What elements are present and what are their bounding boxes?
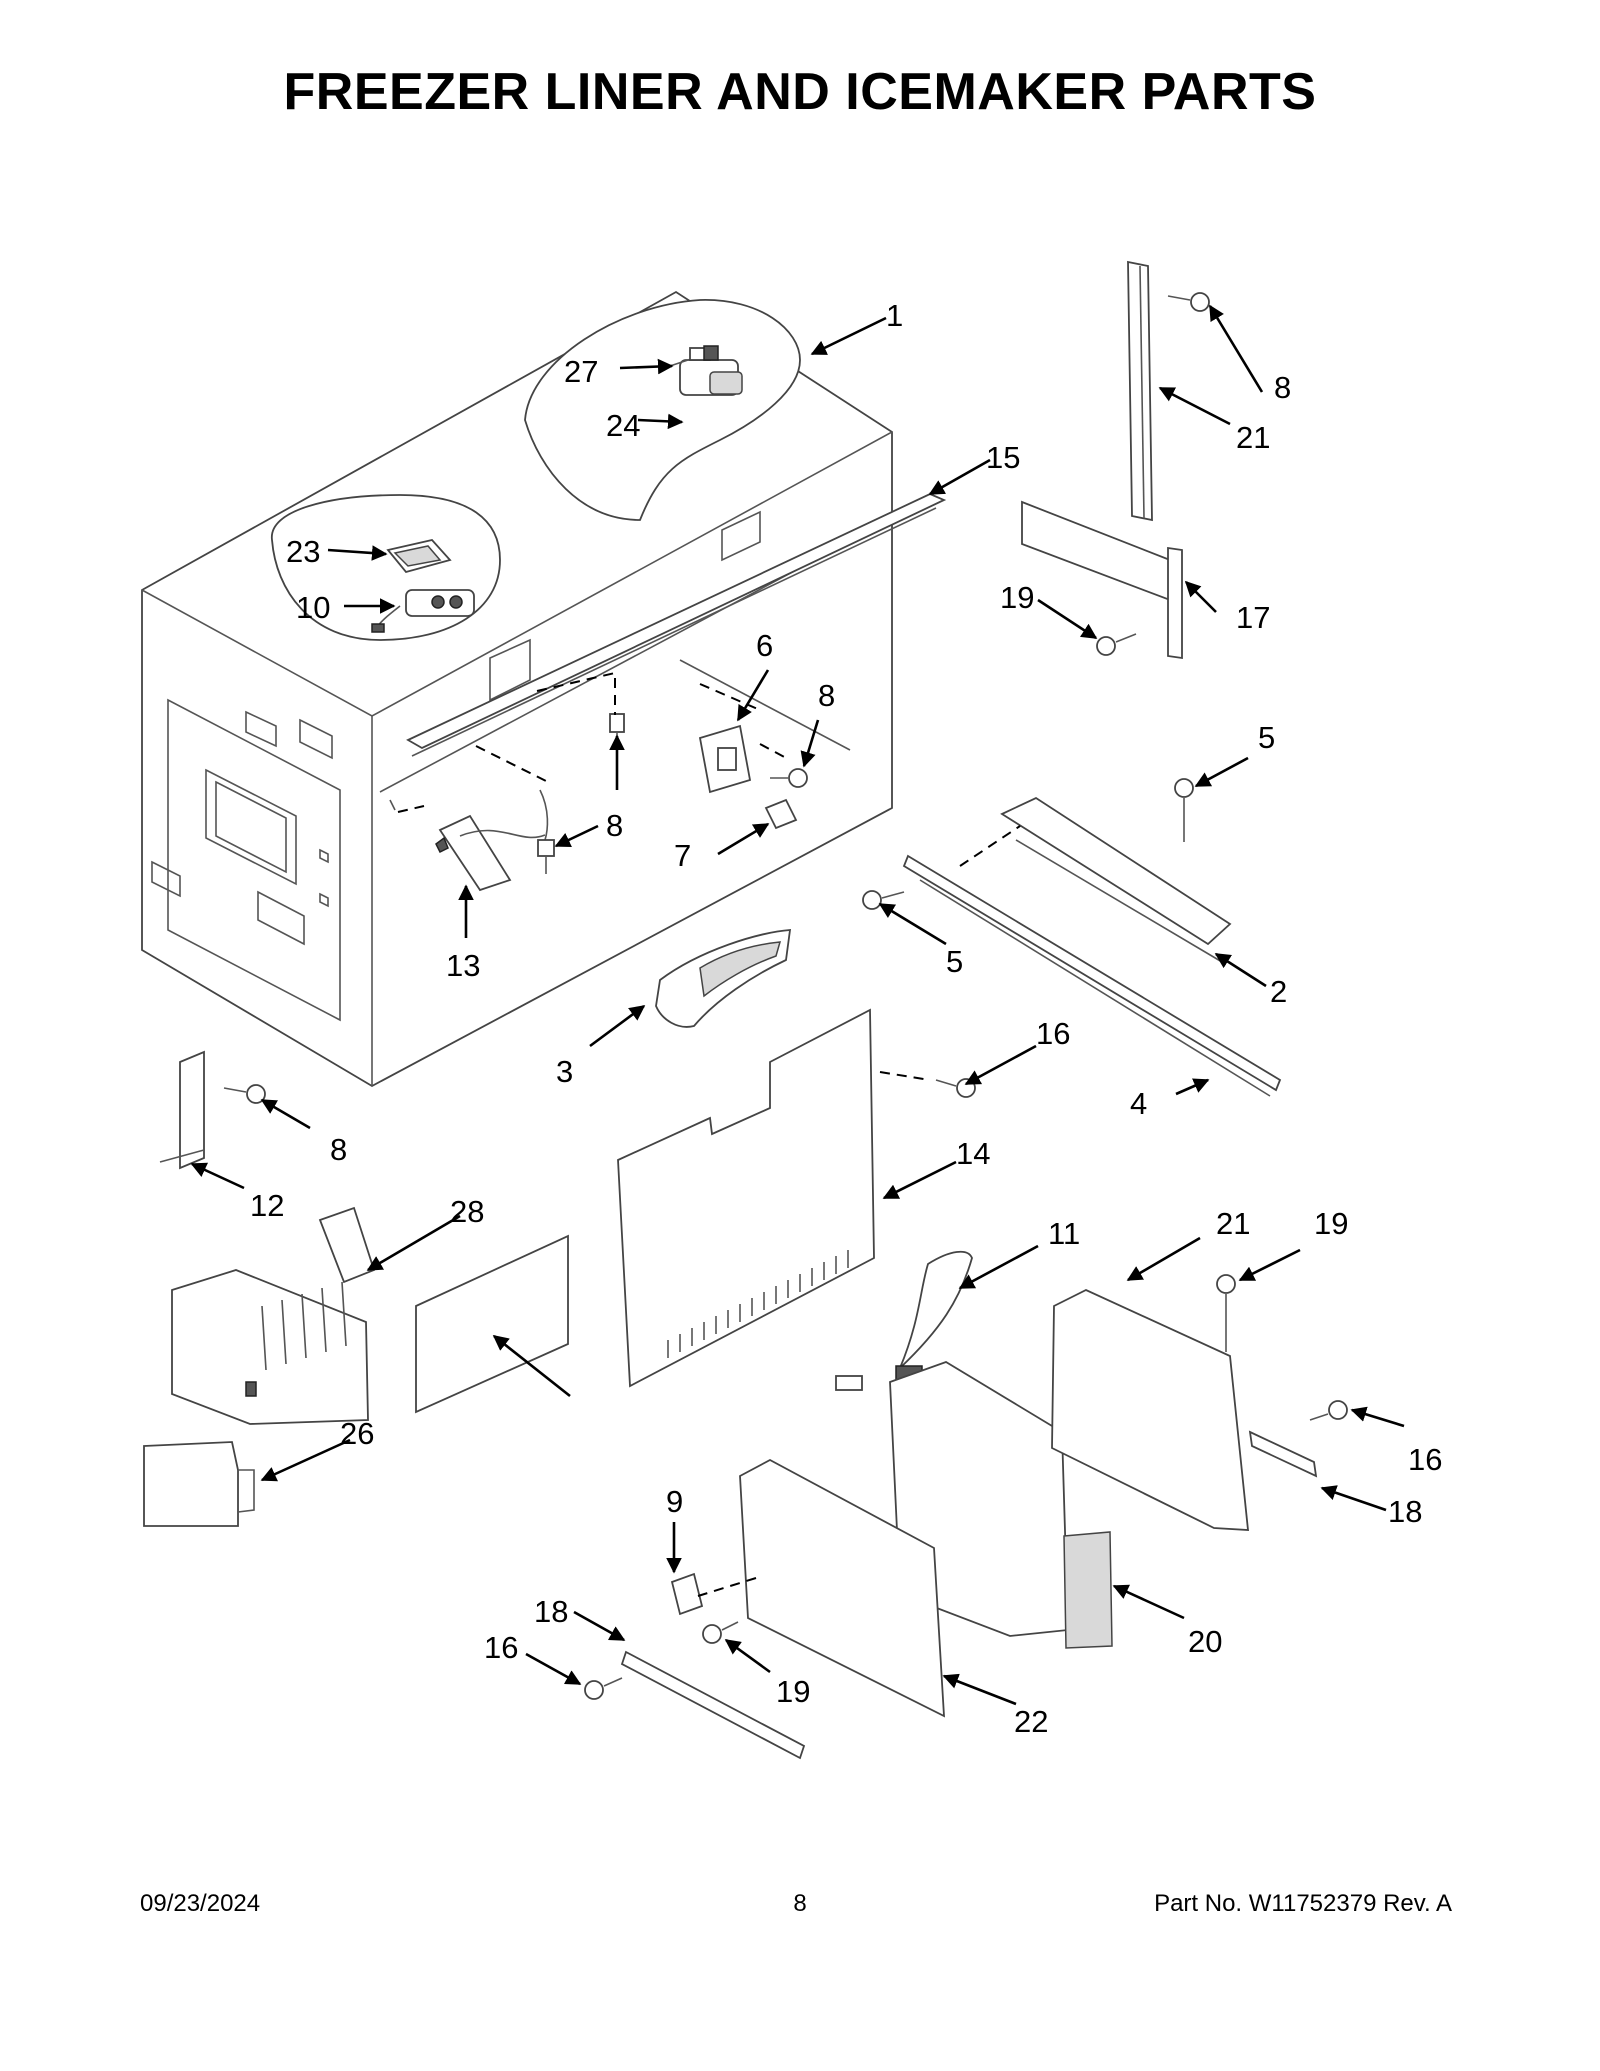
panel-21a bbox=[1051, 1289, 1250, 1531]
callout-25: 26 bbox=[340, 1416, 374, 1451]
callout-arrows bbox=[190, 304, 1405, 1706]
callout-5-left: 5 bbox=[946, 944, 963, 979]
bracket-17 bbox=[1021, 500, 1183, 660]
screw-5a bbox=[1174, 778, 1194, 842]
callout-7: 7 bbox=[674, 838, 691, 873]
switch-7 bbox=[764, 798, 798, 830]
callout-1: 1 bbox=[886, 298, 903, 333]
callout-9: 9 bbox=[666, 1484, 683, 1519]
callout-8-right: 8 bbox=[1274, 370, 1291, 405]
callout-4: 4 bbox=[1130, 1086, 1147, 1121]
callout-12: 12 bbox=[250, 1188, 284, 1223]
wire-harness-13 bbox=[435, 789, 549, 892]
callout-19-top: 19 bbox=[1000, 580, 1034, 615]
callout-11: 11 bbox=[1048, 1216, 1080, 1251]
screw-16c bbox=[584, 1677, 623, 1700]
rail-18b bbox=[620, 1650, 806, 1760]
callout-21-top: 21 bbox=[1216, 1206, 1250, 1241]
callout-26: 27 bbox=[564, 354, 598, 389]
callout-22: 23 bbox=[286, 534, 320, 569]
panel-21b bbox=[739, 1458, 945, 1718]
callout-24: 21 bbox=[1236, 420, 1270, 455]
screw-19b bbox=[1216, 1274, 1236, 1352]
callout-27: 28 bbox=[450, 1194, 484, 1229]
callout-5-top: 5 bbox=[1258, 720, 1275, 755]
callout-6: 6 bbox=[756, 628, 773, 663]
callout-3: 3 bbox=[556, 1054, 573, 1089]
bracket-24 bbox=[1127, 260, 1153, 522]
rail-18a bbox=[1248, 1430, 1318, 1478]
callout-13: 13 bbox=[446, 948, 480, 983]
upper-detail-bubble bbox=[524, 299, 801, 521]
handle-3 bbox=[655, 929, 792, 1028]
callout-2: 2 bbox=[1270, 974, 1287, 1009]
screw-19c bbox=[702, 1621, 739, 1644]
callout-16-top: 16 bbox=[1036, 1016, 1070, 1051]
callout-14: 14 bbox=[956, 1136, 990, 1171]
bracket-2 bbox=[1000, 796, 1232, 963]
left-detail-bubble bbox=[271, 494, 501, 641]
cover-25 bbox=[143, 1441, 255, 1527]
page-title: FREEZER LINER AND ICEMAKER PARTS bbox=[283, 63, 1317, 121]
switch-9 bbox=[670, 1572, 704, 1616]
callout-labels: 1 27 24 15 23 10 6 8 8 8 7 13 8 21 17 19… bbox=[250, 298, 1442, 1739]
screw-5b bbox=[862, 890, 905, 910]
callout-8-vent: 8 bbox=[818, 678, 835, 713]
bracket-12 bbox=[159, 1050, 205, 1170]
callout-18-left: 18 bbox=[534, 1594, 568, 1629]
screw-8d bbox=[1167, 292, 1210, 312]
callout-16-left: 16 bbox=[484, 1630, 518, 1665]
sheet-28 bbox=[415, 1234, 569, 1414]
callout-10: 10 bbox=[296, 590, 330, 625]
rail-15 bbox=[406, 493, 947, 757]
screw-16b bbox=[1309, 1400, 1348, 1421]
screw-19a bbox=[1096, 633, 1137, 656]
vent-6 bbox=[698, 724, 752, 794]
panel-14 bbox=[617, 1008, 875, 1388]
callout-8-top: 8 bbox=[606, 808, 623, 843]
slide-rail-4 bbox=[902, 854, 1282, 1097]
callout-18-right: 18 bbox=[1388, 1494, 1422, 1529]
callout-17: 17 bbox=[1236, 600, 1270, 635]
footer-part-number: Part No. W11752379 Rev. A bbox=[1154, 1890, 1452, 1917]
footer-page-number: 8 bbox=[793, 1890, 807, 1917]
callout-8-bracket: 8 bbox=[330, 1132, 347, 1167]
footer-date: 09/23/2024 bbox=[140, 1890, 261, 1917]
screw-8c bbox=[770, 768, 808, 788]
screw-8b bbox=[537, 839, 555, 874]
callout-16-right: 16 bbox=[1408, 1442, 1442, 1477]
icemaker-27 bbox=[171, 1206, 376, 1425]
callout-19-left: 19 bbox=[776, 1674, 810, 1709]
callout-21-bottom: 22 bbox=[1014, 1704, 1048, 1739]
callout-19-right: 19 bbox=[1314, 1206, 1348, 1241]
callout-23: 24 bbox=[606, 408, 640, 443]
screw-8e bbox=[223, 1084, 266, 1104]
callout-15: 15 bbox=[986, 440, 1020, 475]
callout-20: 20 bbox=[1188, 1624, 1222, 1659]
